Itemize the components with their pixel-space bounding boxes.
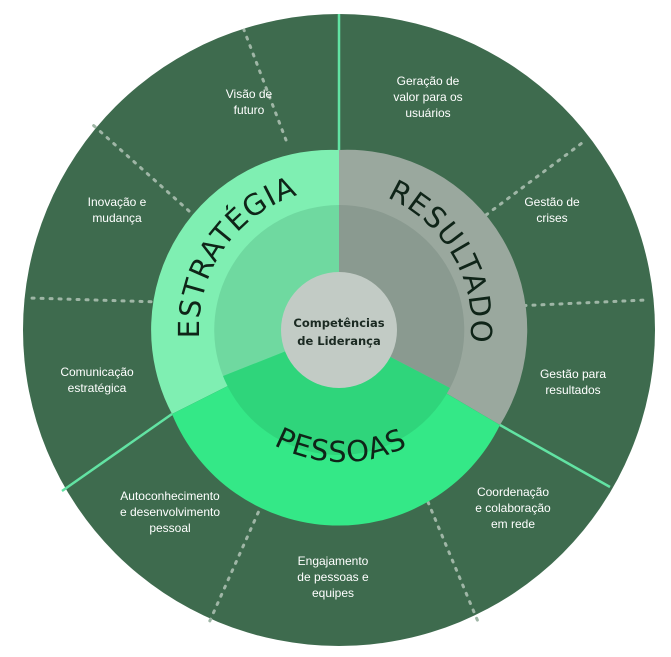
segment-label-line: Gestão para <box>540 367 606 381</box>
segment-label-line: estratégica <box>68 381 127 395</box>
segment-comunicacao-estrategica: Comunicação estratégica <box>60 365 134 395</box>
segment-label-line: Engajamento <box>298 554 369 568</box>
segment-geracao-de-valor: Geração de valor para os usuários <box>393 74 462 120</box>
segment-label-line: valor para os <box>393 90 462 104</box>
segment-label-line: equipes <box>312 586 354 600</box>
segment-label-line: mudança <box>92 211 142 225</box>
center-label-line1: Competências <box>293 316 384 330</box>
segment-visao-de-futuro: Visão de futuro <box>226 87 273 117</box>
segment-label-line: resultados <box>545 383 600 397</box>
segment-label-line: Gestão de <box>524 195 580 209</box>
segment-label-line: Geração de <box>397 74 460 88</box>
segment-label-line: usuários <box>405 106 450 120</box>
dotted-separators <box>28 28 648 627</box>
segment-gestao-para-resultados: Gestão para resultados <box>540 367 606 397</box>
segment-autoconhecimento: Autoconhecimento e desenvolvimento pesso… <box>120 489 220 535</box>
segment-label-line: Autoconhecimento <box>120 489 220 503</box>
segment-label-line: e colaboração <box>475 501 551 515</box>
center-circle <box>281 272 397 388</box>
segment-label-line: Visão de <box>226 87 273 101</box>
segment-inovacao-e-mudanca: Inovação e mudança <box>88 195 147 225</box>
segment-coordenacao-e-colaboracao: Coordenação e colaboração em rede <box>475 485 551 531</box>
center-label-line2: de Liderança <box>297 334 381 348</box>
segment-gestao-de-crises: Gestão de crises <box>524 195 580 225</box>
inner-pessoas <box>223 330 450 456</box>
segment-label-line: e desenvolvimento <box>120 505 220 519</box>
segment-label-line: em rede <box>491 517 535 531</box>
segment-label-line: pessoal <box>149 521 190 535</box>
segment-label-line: Coordenação <box>477 485 549 499</box>
segment-label-line: Inovação e <box>88 195 147 209</box>
segment-label-line: Comunicação <box>60 365 134 379</box>
segment-label-line: de pessoas e <box>297 570 369 584</box>
segment-label-line: futuro <box>234 103 265 117</box>
divider-lines <box>61 14 611 493</box>
segment-label-line: crises <box>536 211 567 225</box>
segment-engajamento-de-pessoas: Engajamento de pessoas e equipes <box>297 554 369 600</box>
